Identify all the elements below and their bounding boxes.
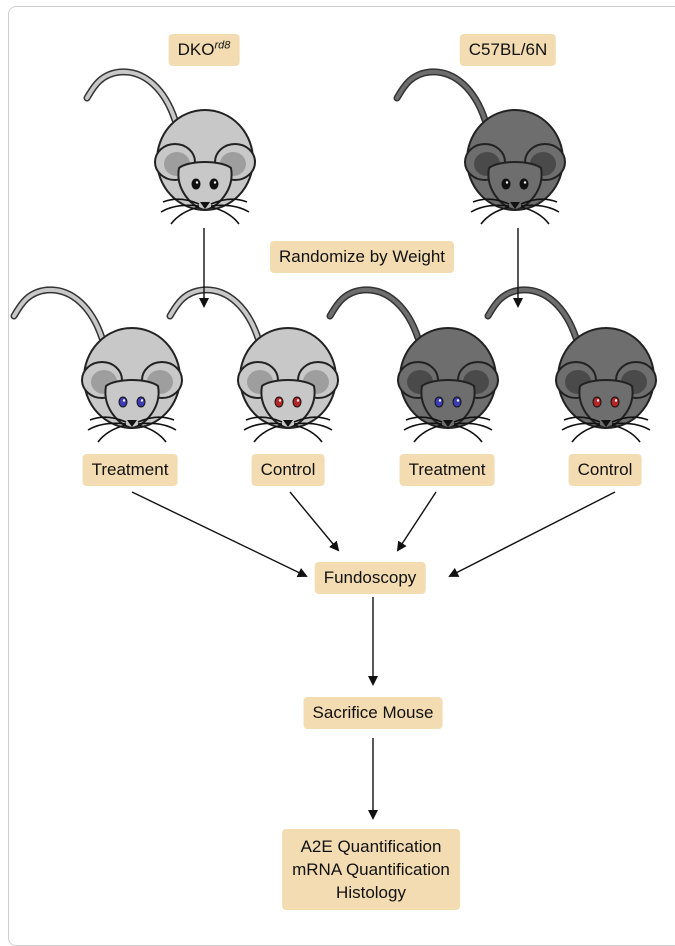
strain-name: C57BL/6N [469, 40, 547, 59]
strain-superscript: rd8 [214, 39, 230, 51]
final-line-a2e: A2E Quantification [292, 835, 450, 858]
mouse-eye [293, 397, 301, 407]
mouse-eye [611, 397, 619, 407]
mouse-dko-control [170, 290, 338, 442]
mouse-eye [137, 397, 145, 407]
strain-label-dko: DKOrd8 [169, 34, 240, 66]
arrow-treatment2-to-fundoscopy [398, 492, 436, 550]
final-step: A2E Quantification mRNA Quantification H… [282, 829, 460, 910]
mouse-dko-treatment [14, 290, 182, 442]
mouse-eye [593, 397, 601, 407]
arrow-treatment1-to-fundoscopy [132, 492, 306, 576]
final-line-mrna: mRNA Quantification [292, 858, 450, 881]
mouse-c57-control [488, 290, 656, 442]
fundoscopy-step: Fundoscopy [315, 562, 426, 594]
final-line-histology: Histology [292, 881, 450, 904]
randomize-label: Randomize by Weight [270, 241, 454, 273]
mouse-c57-treatment [330, 290, 498, 442]
group-label-treatment-1: Treatment [83, 454, 178, 486]
group-label-treatment-2: Treatment [400, 454, 495, 486]
mouse-eye [119, 397, 127, 407]
arrow-control1-to-fundoscopy [290, 492, 338, 550]
mouse-eye [435, 397, 443, 407]
strain-label-c57: C57BL/6N [460, 34, 556, 66]
group-label-control-2: Control [569, 454, 642, 486]
mouse-dko-parent [87, 72, 255, 224]
mouse-eye [502, 179, 510, 189]
group-label-control-1: Control [252, 454, 325, 486]
mouse-c57-parent [397, 72, 565, 224]
sacrifice-step: Sacrifice Mouse [304, 697, 443, 729]
strain-name: DKO [178, 40, 215, 59]
mouse-eye [520, 179, 528, 189]
mouse-eye [192, 179, 200, 189]
arrow-control2-to-fundoscopy [450, 492, 615, 576]
mouse-eye [453, 397, 461, 407]
mouse-eye [275, 397, 283, 407]
mouse-eye [210, 179, 218, 189]
